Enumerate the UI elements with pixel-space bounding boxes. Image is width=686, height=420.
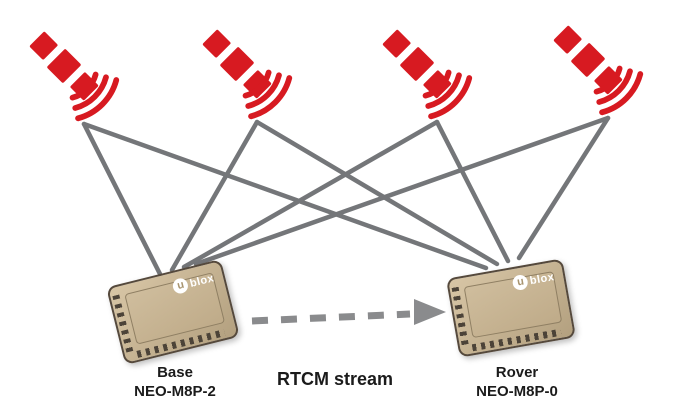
signal-line — [81, 121, 163, 277]
rover-module-caption: Rover NEO-M8P-0 — [447, 364, 587, 402]
ublox-logo-text: blox — [528, 270, 556, 287]
satellite-icon — [27, 29, 116, 118]
base-model: NEO-M8P-2 — [134, 382, 216, 400]
rtcm-arrow-shaft — [251, 310, 411, 325]
rover-label: Rover — [495, 364, 539, 381]
signal-line — [193, 115, 611, 267]
rover-model: NEO-M8P-0 — [476, 382, 558, 400]
base-label: Base — [157, 364, 193, 381]
signal-line — [181, 119, 440, 270]
rtcm-arrowhead — [414, 299, 446, 325]
signal-lines — [81, 115, 611, 277]
ublox-logo-mark: u — [511, 273, 530, 292]
rtcm-arrow — [251, 299, 446, 325]
signal-line — [434, 119, 511, 264]
signal-line — [516, 115, 611, 261]
base-module-caption: Base NEO-M8P-2 — [105, 364, 245, 402]
signal-line — [254, 119, 500, 267]
satellite-icon — [200, 27, 289, 116]
signal-line — [169, 119, 260, 273]
signal-line — [81, 121, 489, 271]
rtcm-stream-caption: RTCM stream — [276, 369, 394, 389]
satellite-icon — [380, 27, 469, 116]
satellite-icon — [551, 23, 640, 112]
